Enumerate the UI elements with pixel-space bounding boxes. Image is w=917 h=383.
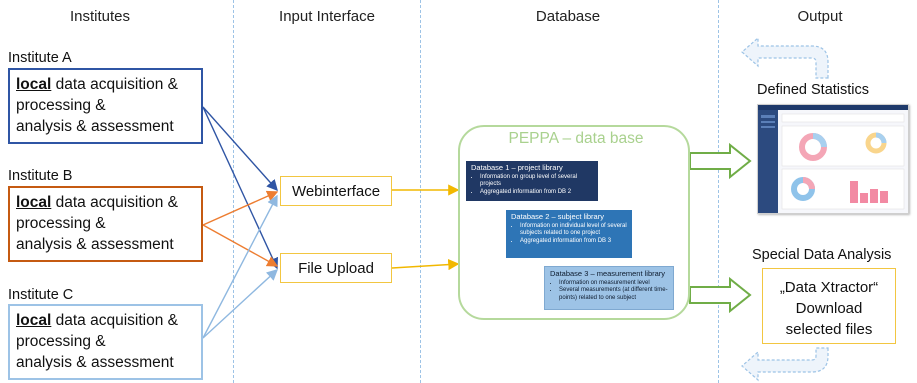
webinterface-box: Webinterface — [280, 176, 392, 206]
institute-a-line3: analysis & assessment — [16, 118, 174, 135]
line-b-upload — [202, 224, 279, 267]
institute-b-label: Institute B — [8, 168, 73, 184]
db1-card: Database 1 – project library Information… — [466, 161, 598, 201]
db3-card: Database 3 – measurement library Informa… — [544, 266, 674, 310]
institute-b-box: local data acquisition & processing & an… — [8, 186, 203, 262]
special-data-analysis-title: Special Data Analysis — [752, 247, 892, 263]
institute-c-label: Institute C — [8, 287, 74, 303]
column-header-database: Database — [535, 8, 601, 25]
line-c-web — [202, 194, 278, 339]
column-divider — [420, 0, 421, 383]
line-a-upload — [202, 106, 278, 270]
column-divider — [233, 0, 234, 383]
db2-card: Database 2 – subject library Information… — [506, 210, 632, 258]
institute-c-line2: processing & — [16, 333, 106, 350]
db3-item: Information on measurement level — [559, 280, 668, 288]
local-emphasis: local — [16, 312, 52, 329]
institute-b-line3: analysis & assessment — [16, 236, 174, 253]
db1-item: Aggregated information from DB 2 — [480, 189, 593, 197]
line-a-web — [202, 106, 278, 192]
curved-arrow-bottom — [741, 347, 829, 382]
arrow-db-statistics — [689, 142, 752, 180]
institute-a-label: Institute A — [8, 50, 72, 66]
institute-c-line1: data acquisition & — [51, 312, 178, 329]
column-header-output: Output — [797, 8, 843, 25]
local-emphasis: local — [16, 76, 52, 93]
database-title: PEPPA – data base — [508, 130, 644, 147]
dashboard-thumbnail — [758, 105, 908, 213]
db1-title: Database 1 – project library — [471, 163, 563, 172]
curved-arrow-top — [741, 36, 829, 79]
db2-title: Database 2 – subject library — [511, 212, 604, 221]
file-upload-box: File Upload — [280, 253, 392, 283]
defined-statistics-title: Defined Statistics — [757, 82, 870, 98]
xtractor-line2: Download — [795, 300, 863, 317]
arrow-db-special — [689, 276, 752, 314]
column-divider — [718, 0, 719, 383]
db3-item: Several measurements (at different time-… — [559, 287, 668, 302]
institute-b-line2: processing & — [16, 215, 106, 232]
db2-item: Aggregated information from DB 3 — [520, 238, 627, 246]
institute-a-line2: processing & — [16, 97, 106, 114]
xtractor-line3: selected files — [785, 321, 873, 338]
institute-b-line1: data acquisition & — [51, 194, 178, 211]
column-header-input-interface: Input Interface — [279, 8, 375, 25]
db3-title: Database 3 – measurement library — [550, 269, 666, 278]
xtractor-line1: „Data Xtractor“ — [779, 279, 879, 296]
db1-item: Information on group level of several pr… — [480, 174, 593, 189]
column-header-institutes: Institutes — [69, 8, 131, 25]
institute-c-line3: analysis & assessment — [16, 354, 174, 371]
local-emphasis: local — [16, 194, 52, 211]
line-c-upload — [202, 269, 279, 339]
institute-a-box: local data acquisition & processing & an… — [8, 68, 203, 144]
data-xtractor-box: „Data Xtractor“ Download selected files — [762, 268, 896, 344]
line-b-web — [202, 190, 279, 226]
institute-a-line1: data acquisition & — [51, 76, 178, 93]
statistics-dashboard-screenshot — [757, 104, 909, 214]
db2-item: Information on individual level of sever… — [520, 223, 627, 238]
institute-c-box: local data acquisition & processing & an… — [8, 304, 203, 380]
line-upload-db — [391, 259, 460, 271]
